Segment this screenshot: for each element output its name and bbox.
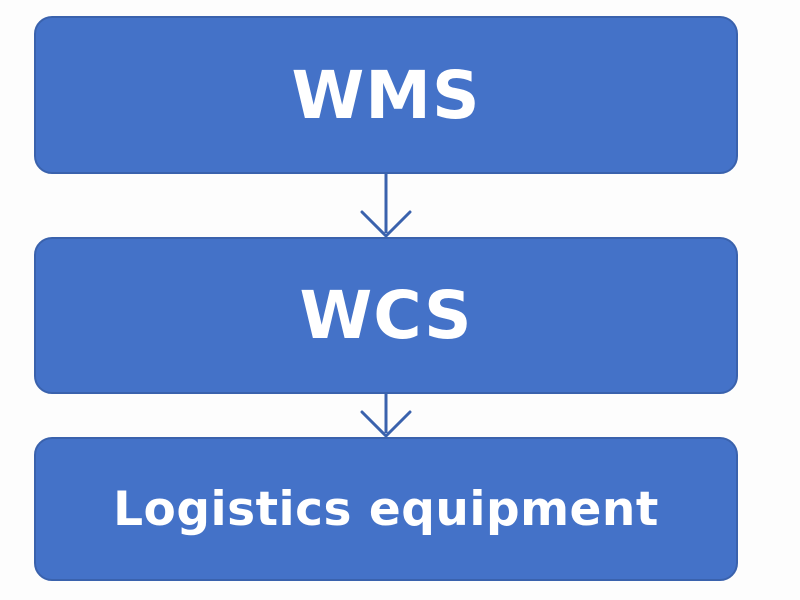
arrow-wms-to-wcs bbox=[360, 174, 412, 238]
node-logistics-equipment-label: Logistics equipment bbox=[113, 481, 659, 537]
node-wms-label: WMS bbox=[291, 56, 481, 134]
node-wcs-label: WCS bbox=[299, 277, 473, 354]
arrow-wcs-to-logistics-equipment bbox=[360, 394, 412, 438]
node-wms: WMS bbox=[34, 16, 738, 174]
node-wcs: WCS bbox=[34, 237, 738, 394]
node-logistics-equipment: Logistics equipment bbox=[34, 437, 738, 581]
